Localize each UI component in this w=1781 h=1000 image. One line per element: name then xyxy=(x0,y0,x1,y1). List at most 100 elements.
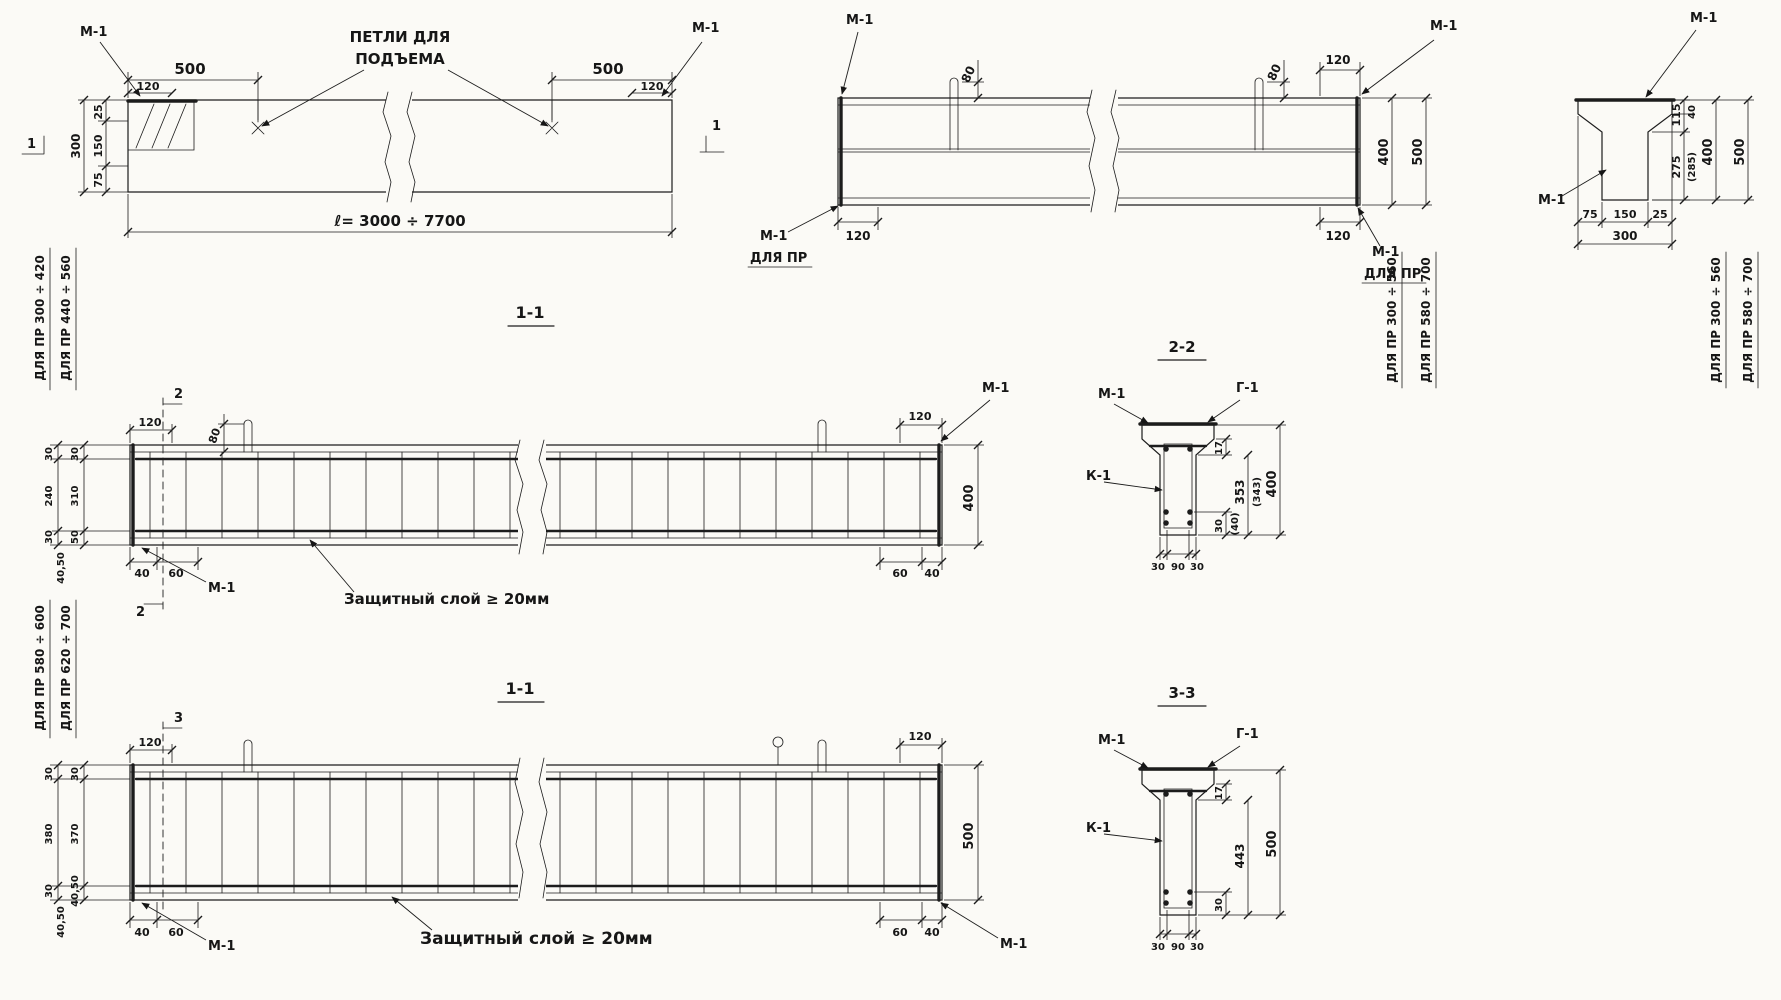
cut-mark-3-top: 3 xyxy=(174,711,183,726)
rebar-dot xyxy=(1163,900,1169,906)
dim-120-bottom-right: 120 xyxy=(1325,229,1350,243)
dim-80-1-1top xyxy=(218,414,244,452)
dim-150: 150 xyxy=(92,134,105,157)
range-b-1-1bot: ДЛЯ ПР 620 ÷ 700 xyxy=(59,605,73,731)
plan-outline xyxy=(837,97,1361,206)
end-section-ticks xyxy=(1573,95,1753,249)
dim-25: 25 xyxy=(92,104,105,119)
cut-mark-1-left: 1 xyxy=(27,137,36,152)
m1-label-1-1top-bl: М-1 xyxy=(208,581,235,596)
beam-1-1-top-loops xyxy=(243,419,827,453)
dim-120-right-1-1bot: 120 xyxy=(909,730,932,743)
m1-3-3-leader xyxy=(1113,749,1149,769)
m1-section-top-leader xyxy=(1645,29,1697,98)
rebar-dot xyxy=(1187,900,1193,906)
plan-dim-80-left xyxy=(962,60,984,98)
dim-30a-2-2: 30 xyxy=(1151,562,1165,573)
left-chains-1-1top xyxy=(50,444,130,546)
dim-40-right-1-1bot: 40 xyxy=(924,926,940,939)
cover-note-leader-1-1top xyxy=(309,539,355,593)
plan-dim-80-right xyxy=(1267,60,1290,98)
dim-443-label: 443 xyxy=(1233,843,1247,868)
cut-flag-1-right xyxy=(699,135,725,153)
dim-30-40-2-2 xyxy=(1194,511,1232,535)
plan-dim-ticks xyxy=(833,65,1431,227)
lift-leader-right xyxy=(447,69,549,127)
view-beam-plan: М-1 М-1 80 80 120 120 М-1 ДЛЯ ПР 120 М-1… xyxy=(747,13,1457,389)
view-beam-elevation: М-1 М-1 ПЕТЛИ ДЛЯ ПОДЪЕМА 500 500 120 12… xyxy=(21,21,725,238)
m1-label-section-top: М-1 xyxy=(1690,11,1717,26)
section-3-3-outline xyxy=(1141,769,1215,916)
end-block-hatch xyxy=(135,103,187,149)
section-3-3-title: 3-3 xyxy=(1168,684,1195,702)
cover-note-leader-1-1bot xyxy=(391,896,433,931)
dim-25-section: 25 xyxy=(1652,208,1667,221)
left-dim-1-1bot-0: 30 xyxy=(44,767,55,781)
end-section-overall-chains xyxy=(1652,99,1754,201)
lift-loops-label-line2: ПОДЪЕМА xyxy=(355,50,445,68)
cover-note-1-1bot: Защитный слой ≥ 20мм xyxy=(420,929,653,949)
beam-1-1-bot-outline xyxy=(129,764,943,901)
beam-1-1-bot-loops xyxy=(243,739,827,773)
dim-300: 300 xyxy=(69,133,83,158)
rebar-dot xyxy=(1163,446,1169,452)
dim-400-label-2-2: 400 xyxy=(1265,470,1280,497)
m1-plan-tr-leader xyxy=(1361,39,1435,95)
rebar-dot xyxy=(1163,791,1169,797)
ticks-1-1bot xyxy=(53,740,983,925)
m1-plan-br-leader xyxy=(1357,207,1381,247)
lift-leader-left xyxy=(261,69,365,127)
dim-60-right-1-1bot: 60 xyxy=(892,926,908,939)
beam-1-1-bot-stirrups xyxy=(149,771,921,894)
dim-120-left-1-1bot: 120 xyxy=(139,736,162,749)
cut-mark-2-top: 2 xyxy=(174,387,183,402)
ticks-1-1top xyxy=(53,419,983,567)
dims-bl-1-1top xyxy=(129,547,199,570)
m1-label-plan-bottom-left: М-1 xyxy=(760,229,787,244)
dim-120-right-1-1top: 120 xyxy=(909,410,932,423)
dim-120-tl-1-1bot xyxy=(129,744,173,763)
left-chains-1-1bot xyxy=(50,764,130,901)
beam-1-1-top-break-lines xyxy=(514,439,548,555)
dim-400-section: 400 xyxy=(1701,138,1716,165)
dim-150-section: 150 xyxy=(1614,208,1637,221)
range-label-500: ДЛЯ ПР 580 ÷ 700 xyxy=(1419,257,1433,383)
plan-lift-loop-right xyxy=(1254,77,1264,151)
dim-ticks xyxy=(79,75,677,237)
weld-circle-mark xyxy=(772,736,784,748)
section-2-2-title: 2-2 xyxy=(1168,338,1195,356)
section-1-1-bottom-title: 1-1 xyxy=(506,679,535,698)
k1-label-3-3: К-1 xyxy=(1086,821,1111,836)
dim-400-plan: 400 xyxy=(1377,138,1392,165)
plan-right-chains xyxy=(1362,97,1432,206)
dim-17-label-2-2: 17 xyxy=(1214,441,1225,455)
dim-30-right-3-3: 30 xyxy=(1214,898,1225,912)
dim-500-label-3-3: 500 xyxy=(1265,830,1280,857)
ticks-2-2 xyxy=(1155,420,1285,559)
m1-label-left: М-1 xyxy=(80,25,107,40)
rebar-dot xyxy=(1187,509,1193,515)
dim-30b-3-3: 30 xyxy=(1190,942,1204,953)
dim-353-label: 353 xyxy=(1233,479,1247,504)
dim-overall-length: ℓ= 3000 ÷ 7700 xyxy=(333,212,465,230)
dim-30b-2-2: 30 xyxy=(1190,562,1204,573)
m1-label-right: М-1 xyxy=(692,21,719,36)
left-dim-1-1top-3: 310 xyxy=(70,486,81,507)
ticks-3-3 xyxy=(1155,765,1285,939)
g1-2-2-leader xyxy=(1207,399,1241,423)
dim-lines-top xyxy=(127,72,673,120)
range-a-1-1bot: ДЛЯ ПР 580 ÷ 600 xyxy=(33,605,47,731)
dim-120-top-right: 120 xyxy=(1325,53,1350,67)
m1-label-plan-top-left: М-1 xyxy=(846,13,873,28)
m1-label-plan-bottom-right: М-1 xyxy=(1372,245,1399,260)
g1-label-3-3: Г-1 xyxy=(1236,727,1259,742)
dim-60-left-1-1bot: 60 xyxy=(168,926,184,939)
dim-60-left-1-1top: 60 xyxy=(168,567,184,580)
dims-bl-1-1bot xyxy=(129,902,199,928)
plan-break-lines xyxy=(1086,89,1120,213)
m1-label-1-1top-right: М-1 xyxy=(982,381,1009,396)
left-dim-1-1top-5: 50 xyxy=(70,530,81,544)
dim-17-label-3-3: 17 xyxy=(1214,786,1225,800)
dims-br-1-1top xyxy=(879,547,943,570)
